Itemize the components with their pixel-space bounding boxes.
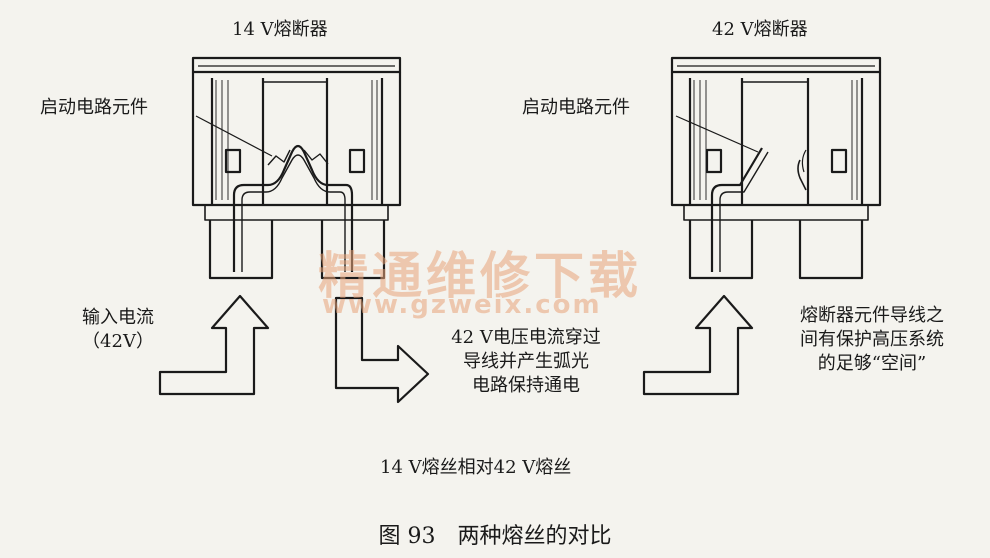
fuse-14v-body (191, 56, 402, 280)
right-fuse-title: 42 V熔断器 (712, 19, 808, 40)
input-current-arrow (158, 294, 270, 396)
watermark-text: 精通维修下载 (318, 247, 642, 305)
input-current-line2: （42V） (82, 331, 154, 352)
protection-description-line2: 间有保护高压系统 (800, 329, 944, 350)
protection-description-line3: 的足够“空间” (817, 353, 927, 374)
arc-description-label: 42 V电压电流穿过 导线并产生弧光 电路保持通电 (426, 326, 626, 398)
protection-description-label: 熔断器元件导线之 间有保护高压系统 的足够“空间” (772, 304, 972, 376)
left-component-label: 启动电路元件 (40, 97, 148, 118)
right-component-label: 启动电路元件 (522, 97, 630, 118)
watermark-url: www.gzweix.com (322, 290, 602, 320)
arc-description-line2: 导线并产生弧光 (463, 351, 589, 372)
comparison-label: 14 V熔丝相对42 V熔丝 (380, 457, 572, 478)
input-current-label: 输入电流 （42V） (58, 306, 178, 354)
protection-description-line1: 熔断器元件导线之 (800, 305, 944, 326)
protection-arrow (642, 294, 754, 396)
fuse-42v-body (670, 56, 882, 280)
figure-caption: 图 93 两种熔丝的对比 (378, 524, 612, 549)
arc-current-arrow (334, 296, 430, 404)
arc-description-line3: 电路保持通电 (472, 375, 580, 396)
left-fuse-title: 14 V熔断器 (232, 19, 328, 40)
arc-description-line1: 42 V电压电流穿过 (451, 327, 601, 348)
input-current-line1: 输入电流 (82, 307, 154, 328)
